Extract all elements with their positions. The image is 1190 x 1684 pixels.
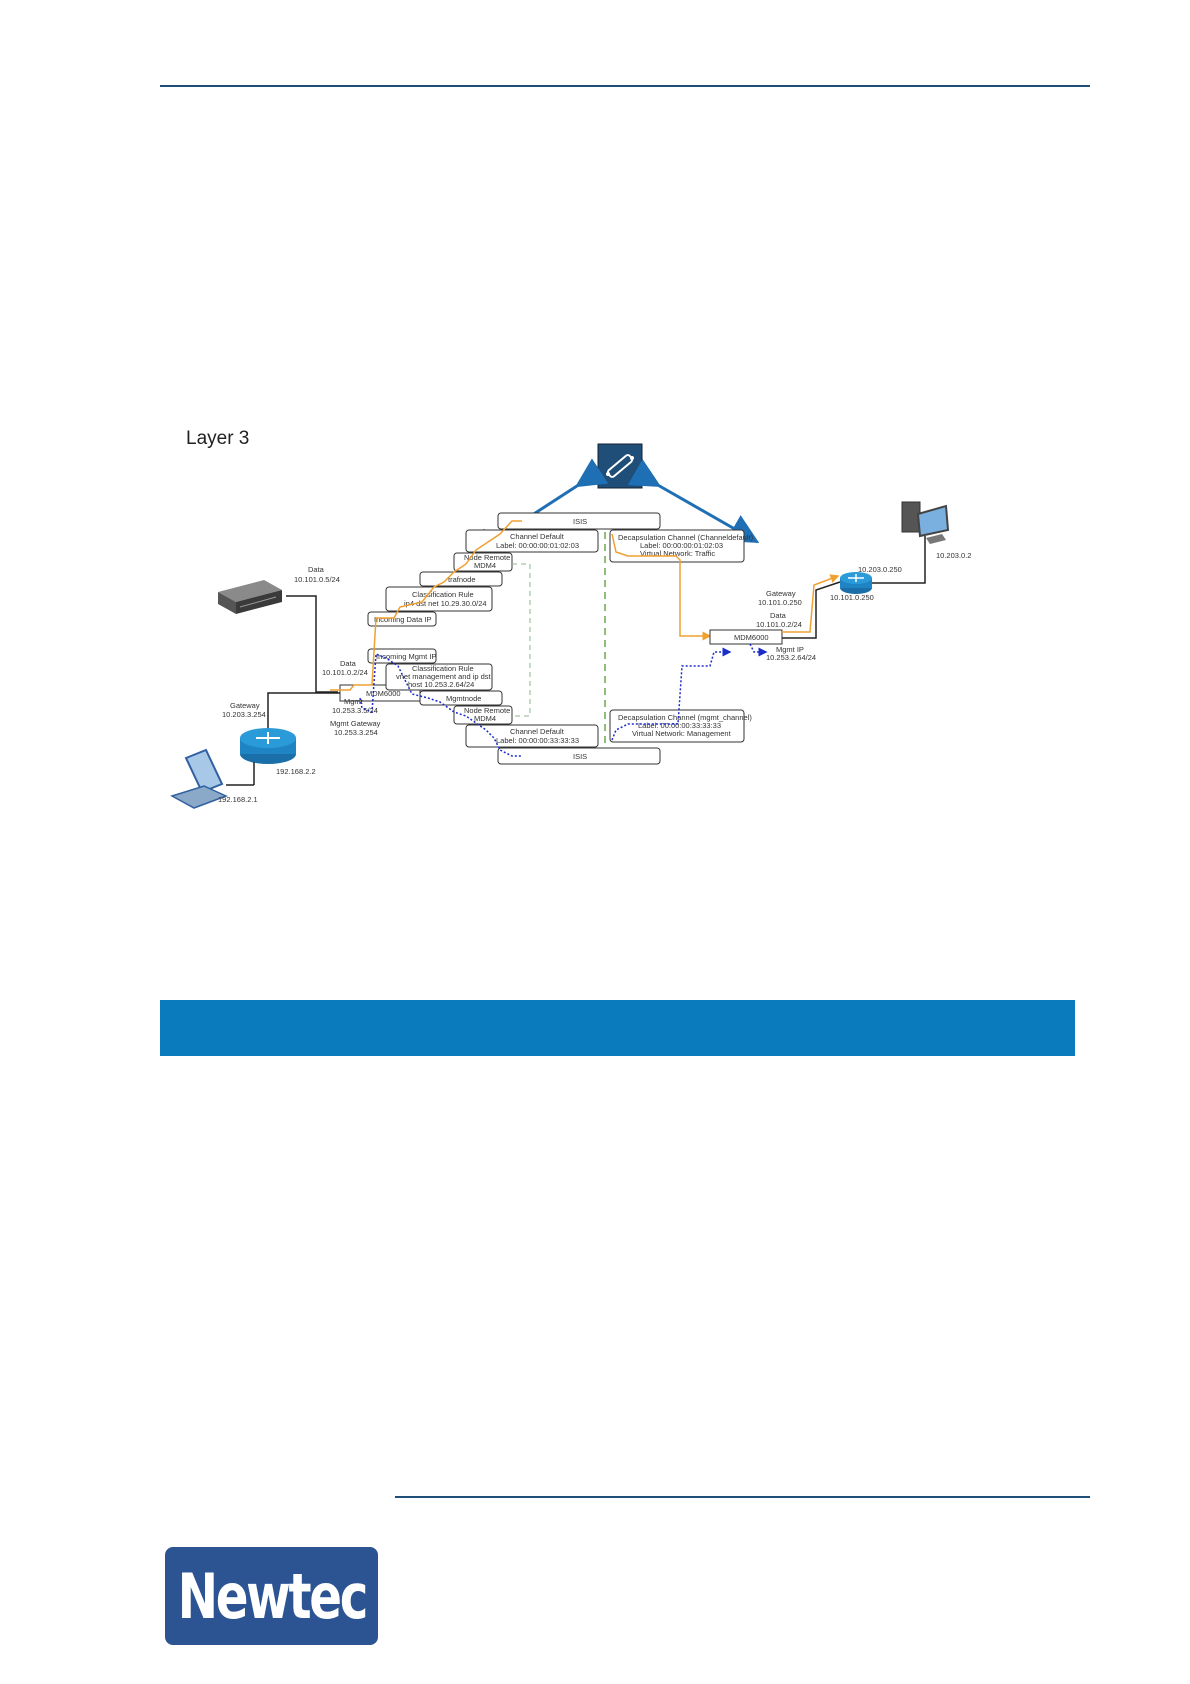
node-remote-bottom-line1: Node Remote xyxy=(464,706,510,715)
footer-rule xyxy=(395,1496,1090,1498)
laptop-ip-label: 192.168.2.1 xyxy=(218,795,258,804)
decap-bottom-line2: Label: 00:00:00:33:33:33 xyxy=(638,721,721,730)
decap-top-line3: Virtual Network: Traffic xyxy=(640,549,715,558)
decap-bottom-line3: Virtual Network: Management xyxy=(632,729,732,738)
right-mdm-to-router-link xyxy=(782,581,841,639)
channel-default-bottom-box xyxy=(465,724,599,748)
pc-ip-label: 10.203.0.2 xyxy=(936,551,971,560)
mgmt-label-1: Mgmt xyxy=(344,697,364,706)
section-title: Layer 3 xyxy=(186,428,250,449)
decap-top-line2: Label: 00:00:00:01:02:03 xyxy=(640,541,723,550)
channel-default-top-line1: Channel Default xyxy=(510,532,565,541)
right-mdm6000-box xyxy=(709,629,783,645)
decap-channel-bottom-box xyxy=(609,709,745,743)
trafnode-box xyxy=(419,571,503,587)
node-remote-top-line1: Node Remote xyxy=(464,553,510,562)
gateway-label-1: Gateway xyxy=(230,701,260,710)
node-remote-bottom-box xyxy=(453,705,513,725)
router-ip-label: 192.168.2.2 xyxy=(276,767,316,776)
management-flow-path xyxy=(359,652,730,757)
decap-channel-top-box xyxy=(609,529,745,563)
server-label-2: 10.101.0.5/24 xyxy=(294,575,340,584)
classification-rule-bottom-box xyxy=(385,663,493,691)
top-isis-label: ISIS xyxy=(573,517,587,526)
bottom-isis-box xyxy=(497,747,661,765)
modem-hub-icon xyxy=(597,443,643,489)
right-gateway-label-1: Gateway xyxy=(766,589,796,598)
mgmt-gateway-label-1: Mgmt Gateway xyxy=(330,719,381,728)
newtec-logo: Newtec xyxy=(165,1547,378,1645)
channel-default-top-line2: Label: 00:00:00:01:02:03 xyxy=(496,541,579,550)
node-remote-top-line2: MDM4 xyxy=(474,561,496,570)
right-router-icon xyxy=(840,572,872,594)
node-remote-bottom-line2: MDM4 xyxy=(474,714,496,723)
bottom-isis-label: ISIS xyxy=(573,752,587,761)
top-isis-box xyxy=(497,512,661,530)
right-mgmt-ip-label-2: 10.253.2.64/24 xyxy=(766,653,816,662)
incoming-data-ip-label: Incoming Data IP xyxy=(374,615,432,624)
mgmt-label-2: 10.253.3.5/24 xyxy=(332,706,378,715)
left-router-icon xyxy=(240,728,296,764)
network-diagram: Data 10.101.0.5/24 Data 10.101.0.2/24 MD… xyxy=(170,443,971,809)
loop-dashed-connector xyxy=(512,563,531,717)
data-server-icon xyxy=(218,580,282,614)
laptop-icon xyxy=(170,748,228,809)
right-router-bottom-label: 10.101.0.250 xyxy=(830,593,874,602)
left-data-label-1: Data xyxy=(340,659,357,668)
right-traffic-arrow xyxy=(782,574,840,633)
right-mgmt-ip-label-1: Mgmt IP xyxy=(776,645,804,654)
class-rule-bottom-line2: vnet management and ip dst xyxy=(396,672,492,681)
channel-default-bottom-line2: Label: 00:00:00:33:33:33 xyxy=(496,736,579,745)
channel-default-bottom-line1: Channel Default xyxy=(510,727,565,736)
router-to-mdm-link xyxy=(267,692,340,730)
mgmt-gateway-label-2: 10.253.3.254 xyxy=(334,728,378,737)
gateway-label-2: 10.203.3.254 xyxy=(222,710,266,719)
desktop-pc-icon xyxy=(901,501,950,544)
right-router-top-label: 10.203.0.250 xyxy=(858,565,902,574)
left-data-label-2: 10.101.0.2/24 xyxy=(322,668,368,677)
right-mdm6000-label: MDM6000 xyxy=(734,633,769,642)
logo-text: Newtec xyxy=(177,1559,368,1633)
class-rule-top-line1: Classification Rule xyxy=(412,590,474,599)
class-rule-top-line2: ip4 dst net 10.29.30.0/24 xyxy=(404,599,487,608)
class-rule-bottom-line1: Classification Rule xyxy=(412,664,474,673)
right-data-label-2: 10.101.0.2/24 xyxy=(756,620,802,629)
left-mdm6000-label: MDM6000 xyxy=(366,689,401,698)
right-data-label-1: Data xyxy=(770,611,787,620)
right-gateway-label-2: 10.101.0.250 xyxy=(758,598,802,607)
server-label-1: Data xyxy=(308,565,325,574)
incoming-data-ip-box xyxy=(367,611,437,627)
trafnode-label: trafnode xyxy=(448,575,476,584)
decap-top-line1: Decapsulation Channel (Channeldefault) xyxy=(618,533,754,542)
router-to-pc-link xyxy=(872,536,926,584)
incoming-mgmt-ip-label: Incoming Mgmt IP xyxy=(376,652,436,661)
mgmtnode-label: Mgmtnode xyxy=(446,694,481,703)
traffic-flow-path xyxy=(330,520,710,691)
class-rule-bottom-line3: host 10.253.2.64/24 xyxy=(408,680,474,689)
section-header-band xyxy=(160,1000,1075,1056)
header-rule xyxy=(160,85,1090,87)
incoming-mgmt-ip-box xyxy=(367,648,437,664)
server-link xyxy=(286,595,338,693)
classification-rule-top-box xyxy=(385,586,493,612)
node-remote-top-box xyxy=(453,552,513,572)
decap-bottom-line1: Decapsulation Channel (mgmt_channel) xyxy=(618,713,752,722)
right-mgmt-arrow xyxy=(749,643,768,657)
